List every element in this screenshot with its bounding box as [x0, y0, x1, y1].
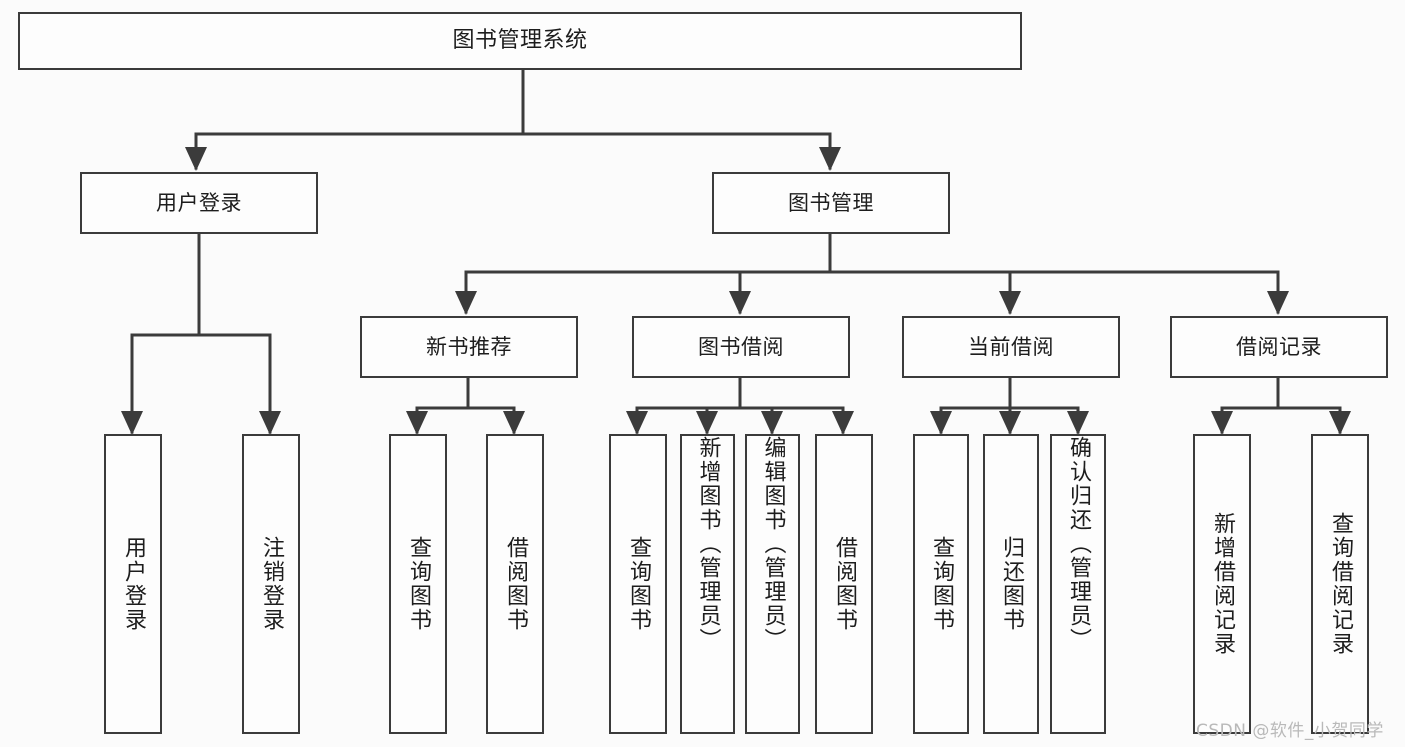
node-label: 新增图书（管理员）: [695, 436, 721, 652]
node-label: 借阅记录: [1236, 334, 1322, 359]
leaf-user-logout[interactable]: 注销登录: [242, 434, 300, 734]
node-current-borrow[interactable]: 当前借阅: [902, 316, 1120, 378]
node-label: 当前借阅: [968, 334, 1054, 359]
leaf-add-book-admin[interactable]: 新增图书（管理员）: [680, 434, 735, 734]
node-root-system[interactable]: 图书管理系统: [18, 12, 1022, 70]
node-label: 查询图书: [626, 536, 651, 632]
node-borrow-record[interactable]: 借阅记录: [1170, 316, 1388, 378]
leaf-query-book-recommend[interactable]: 查询图书: [389, 434, 447, 734]
leaf-borrow-book[interactable]: 借阅图书: [815, 434, 873, 734]
leaf-edit-book-admin[interactable]: 编辑图书（管理员）: [745, 434, 800, 734]
node-label: 用户登录: [121, 536, 146, 632]
node-label: 注销登录: [259, 536, 284, 632]
leaf-borrow-book-recommend[interactable]: 借阅图书: [486, 434, 544, 734]
node-label: 图书管理: [788, 190, 874, 215]
csdn-watermark: CSDN @软件_小贺同学: [1196, 721, 1384, 741]
leaf-confirm-return-admin[interactable]: 确认归还（管理员）: [1050, 434, 1106, 734]
node-label: 查询图书: [406, 536, 431, 632]
node-label: 查询图书: [929, 536, 954, 632]
node-user-login[interactable]: 用户登录: [80, 172, 318, 234]
leaf-user-login[interactable]: 用户登录: [104, 434, 162, 734]
node-label: 确认归还（管理员）: [1066, 436, 1091, 652]
leaf-query-book-borrow[interactable]: 查询图书: [609, 434, 667, 734]
node-label: 用户登录: [156, 190, 242, 215]
leaf-return-book[interactable]: 归还图书: [983, 434, 1039, 734]
node-label: 借阅图书: [832, 536, 857, 632]
node-book-borrow[interactable]: 图书借阅: [632, 316, 850, 378]
node-label: 图书借阅: [698, 334, 784, 359]
node-label: 借阅图书: [503, 536, 528, 632]
leaf-query-borrow-record[interactable]: 查询借阅记录: [1311, 434, 1369, 734]
leaf-query-book-current[interactable]: 查询图书: [913, 434, 969, 734]
node-label: 编辑图书（管理员）: [760, 436, 786, 652]
node-label: 新书推荐: [426, 334, 512, 359]
leaf-add-borrow-record[interactable]: 新增借阅记录: [1193, 434, 1251, 734]
node-book-management[interactable]: 图书管理: [712, 172, 950, 234]
node-new-book-recommend[interactable]: 新书推荐: [360, 316, 578, 378]
node-label: 图书管理系统: [452, 28, 588, 54]
node-label: 新增借阅记录: [1210, 512, 1235, 656]
node-label: 归还图书: [999, 536, 1024, 632]
node-label: 查询借阅记录: [1328, 512, 1353, 656]
